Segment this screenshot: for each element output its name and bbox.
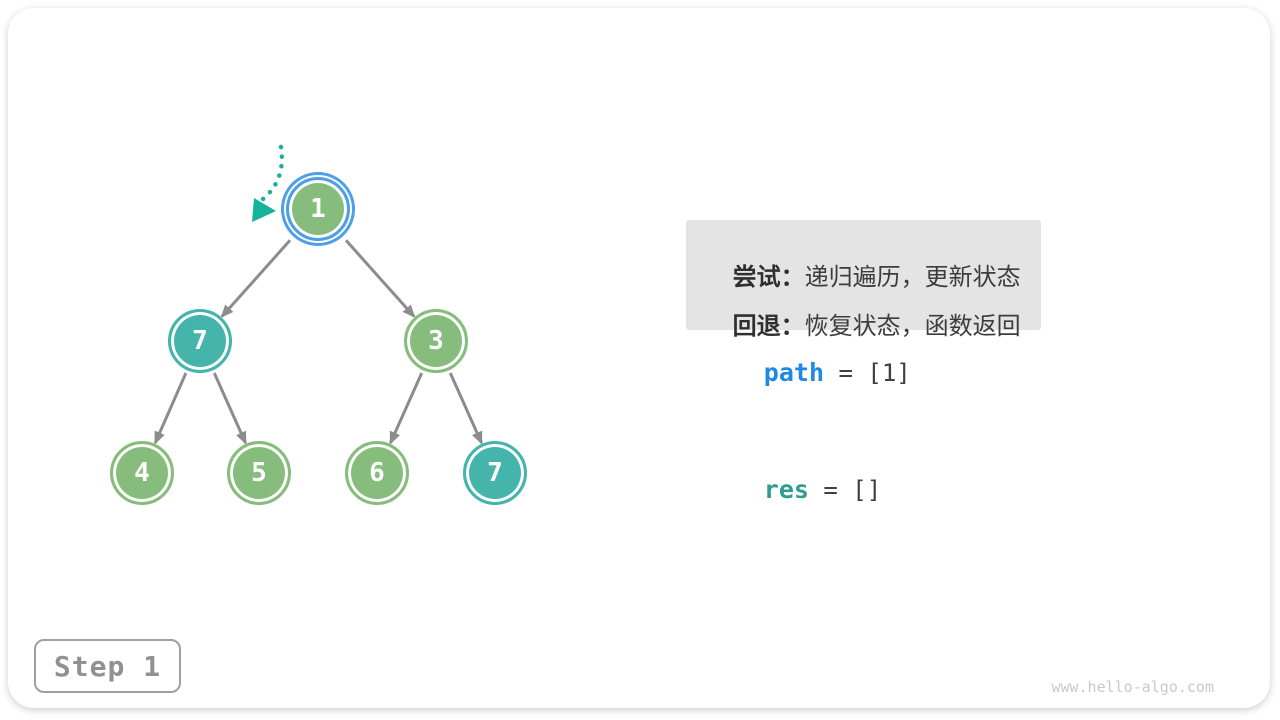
watermark: www.hello-algo.com: [1051, 678, 1214, 696]
path-variable-name: path: [763, 358, 825, 387]
back-label: 回退：: [732, 313, 805, 340]
tree-node-1-current: 1: [286, 177, 350, 241]
current-node-pointer: [252, 144, 285, 222]
tree-edge-n2-n4: [153, 372, 188, 445]
path-variable-value: = [1]: [824, 359, 911, 387]
tree-node-6: 6: [345, 441, 409, 505]
res-variable-value: = []: [808, 476, 882, 504]
try-label: 尝试：: [732, 264, 805, 291]
tree-edge-n1-n3: [344, 239, 416, 318]
tree-edge-n1-n2: [220, 239, 292, 318]
back-text: 恢复状态，函数返回: [804, 313, 1021, 340]
res-variable-line: res = []: [706, 447, 881, 532]
tree-node-4: 4: [110, 441, 174, 505]
step-badge: Step 1: [34, 639, 181, 693]
try-text: 递归遍历，更新状态: [804, 264, 1021, 291]
tree-edge-n3-n7: [448, 372, 483, 445]
res-variable-name: res: [763, 475, 809, 504]
path-variable-line: path = [1]: [706, 330, 911, 415]
legend-try-line: 尝试：递归遍历，更新状态: [686, 220, 1041, 330]
tree-node-7: 7: [168, 309, 232, 373]
tree-node-5: 5: [227, 441, 291, 505]
step-badge-label: Step 1: [53, 649, 162, 683]
tree-edge-n3-n6: [389, 372, 424, 445]
pointer-arrowhead-icon: [252, 198, 276, 222]
tree-edge-n2-n5: [212, 372, 247, 445]
edges-group: [153, 239, 483, 445]
legend-back-line: 回退：恢复状态，函数返回: [706, 278, 1021, 369]
tree-node-7: 7: [463, 441, 527, 505]
pointer-dotted-curve: [260, 144, 285, 202]
tree-node-3: 3: [404, 309, 468, 373]
